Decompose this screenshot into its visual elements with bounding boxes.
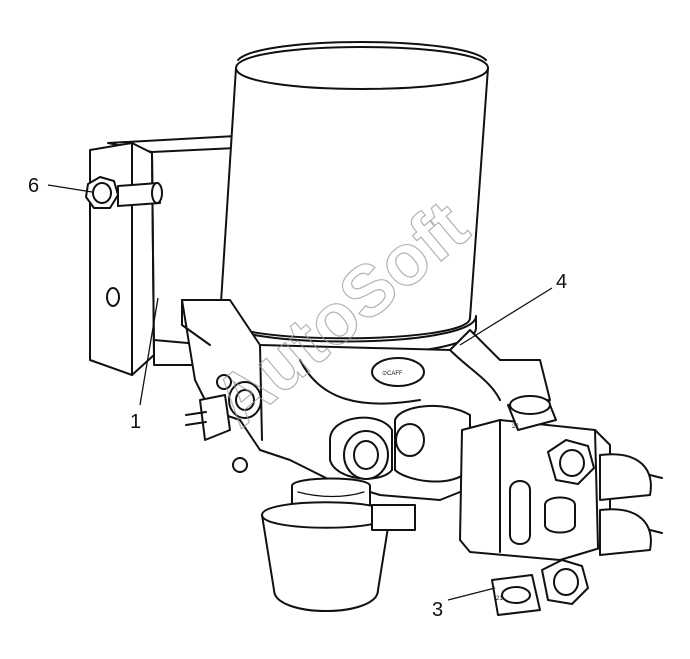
silencer bbox=[261, 477, 416, 612]
callout-6: 6 bbox=[28, 175, 39, 197]
hex-bolt bbox=[85, 176, 163, 209]
callout-1: 1 bbox=[130, 411, 141, 433]
callout-4: 4 bbox=[556, 271, 567, 293]
leader-6 bbox=[47, 184, 93, 193]
callout-3: 3 bbox=[432, 599, 443, 621]
leader-3 bbox=[447, 587, 496, 601]
callout-leaders bbox=[47, 184, 553, 601]
port-22-marking: 22 bbox=[512, 424, 519, 430]
cap-marking: ⊙CAFF bbox=[382, 371, 403, 377]
leader-4 bbox=[459, 287, 553, 346]
valve-block: 22 21 bbox=[459, 395, 663, 616]
outlet-fitting bbox=[329, 404, 471, 483]
port-21-marking: 21 bbox=[496, 596, 503, 602]
leader-1 bbox=[139, 297, 159, 406]
